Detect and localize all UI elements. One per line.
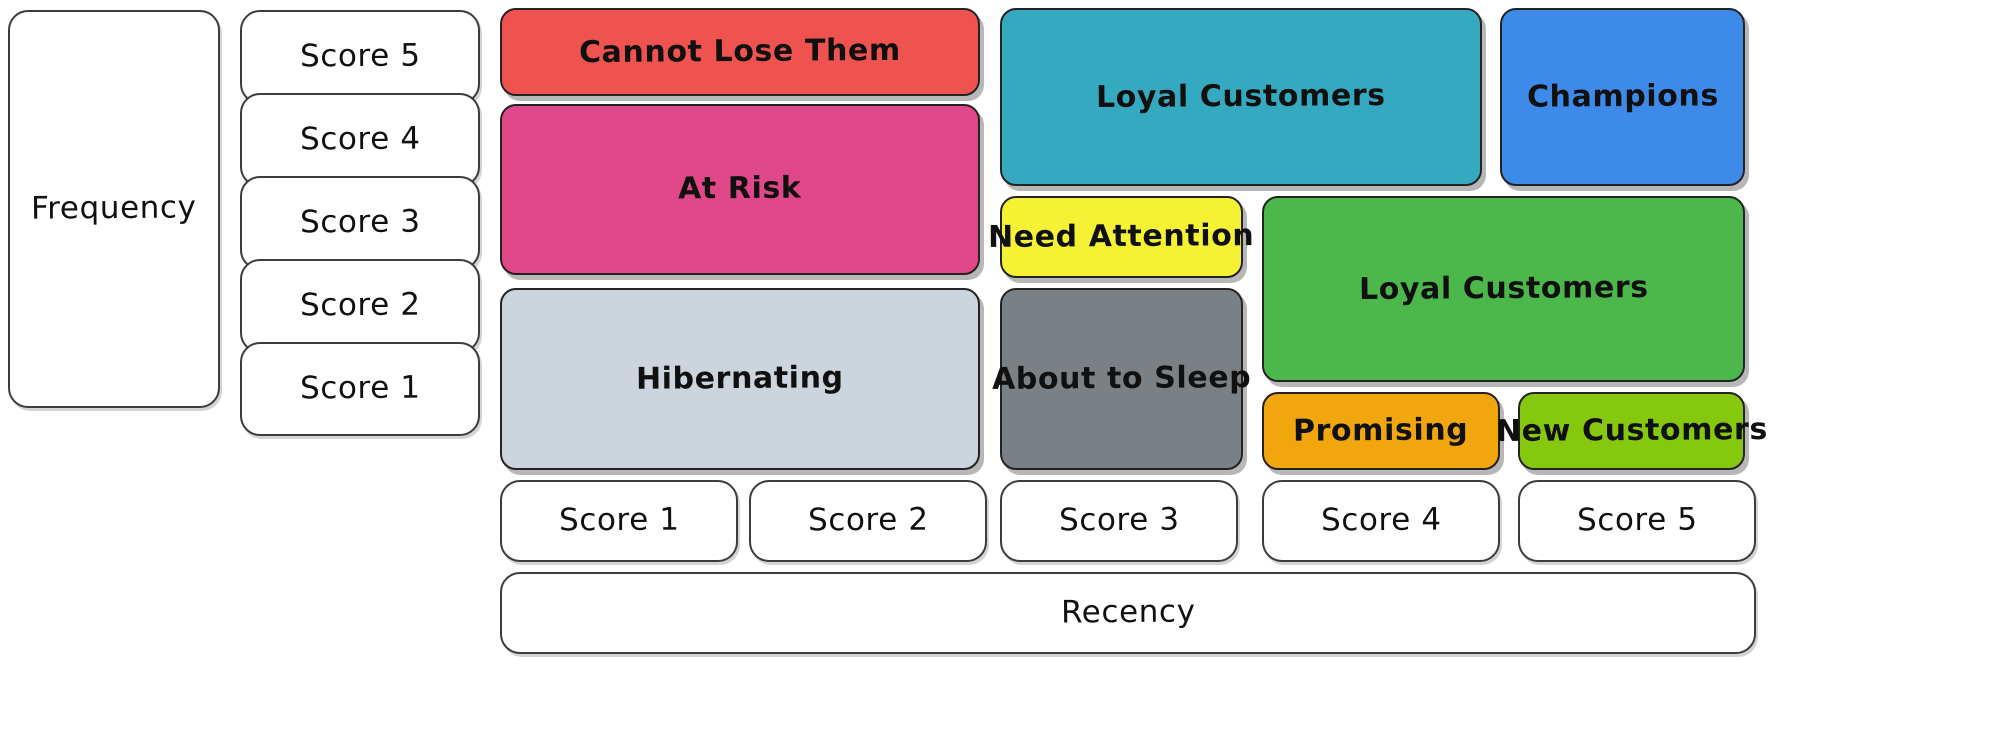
segment-cannot-lose-them[interactable]: Cannot Lose Them (500, 8, 980, 96)
frequency-score-1-label: Score 1 (299, 369, 421, 407)
recency-score-5[interactable]: Score 5 (1518, 480, 1756, 562)
segment-hibernating-label: Hibernating (636, 360, 844, 397)
segment-champions[interactable]: Champions (1500, 8, 1745, 186)
recency-score-4-label: Score 4 (1320, 501, 1442, 539)
frequency-score-3-label: Score 3 (299, 203, 421, 241)
segment-loyal-customers-green[interactable]: Loyal Customers (1262, 196, 1745, 382)
segment-new-customers-label: New Customers (1495, 411, 1768, 449)
recency-score-3-label: Score 3 (1058, 501, 1180, 539)
recency-score-2-label: Score 2 (807, 501, 929, 539)
frequency-axis-label: Frequency (31, 189, 197, 227)
recency-score-1-label: Score 1 (558, 501, 680, 539)
recency-score-5-label: Score 5 (1576, 501, 1698, 539)
frequency-score-3[interactable]: Score 3 (240, 176, 480, 270)
segment-promising[interactable]: Promising (1262, 392, 1500, 470)
recency-axis-label: Recency (1060, 593, 1196, 631)
frequency-score-1[interactable]: Score 1 (240, 342, 480, 436)
frequency-score-5[interactable]: Score 5 (240, 10, 480, 104)
frequency-score-4-label: Score 4 (299, 120, 421, 158)
segment-at-risk-label: At Risk (678, 170, 802, 207)
segment-about-to-sleep[interactable]: About to Sleep (992, 288, 1251, 470)
recency-score-1[interactable]: Score 1 (500, 480, 738, 562)
frequency-score-5-label: Score 5 (299, 37, 421, 75)
segment-champions-label: Champions (1526, 78, 1719, 115)
recency-score-2[interactable]: Score 2 (749, 480, 987, 562)
segment-loyal-customers-teal-label: Loyal Customers (1096, 77, 1386, 115)
segment-promising-label: Promising (1293, 412, 1469, 449)
recency-score-4[interactable]: Score 4 (1262, 480, 1500, 562)
segment-cannot-lose-them-label: Cannot Lose Them (578, 32, 902, 70)
segment-new-customers[interactable]: New Customers (1495, 392, 1768, 470)
segment-need-attention[interactable]: Need Attention (988, 196, 1255, 278)
frequency-score-2-label: Score 2 (299, 286, 421, 324)
segment-loyal-customers-green-label: Loyal Customers (1358, 269, 1649, 307)
frequency-score-4[interactable]: Score 4 (240, 93, 480, 187)
recency-axis-label-box: Recency (500, 572, 1756, 654)
recency-score-3[interactable]: Score 3 (1000, 480, 1238, 562)
segment-at-risk[interactable]: At Risk (500, 104, 980, 275)
frequency-score-2[interactable]: Score 2 (240, 259, 480, 353)
segment-about-to-sleep-label: About to Sleep (991, 359, 1252, 397)
segment-loyal-customers-teal[interactable]: Loyal Customers (1000, 8, 1482, 186)
frequency-axis-label-box: Frequency (8, 10, 220, 408)
segment-need-attention-label: Need Attention (988, 217, 1255, 255)
segment-hibernating[interactable]: Hibernating (500, 288, 980, 470)
